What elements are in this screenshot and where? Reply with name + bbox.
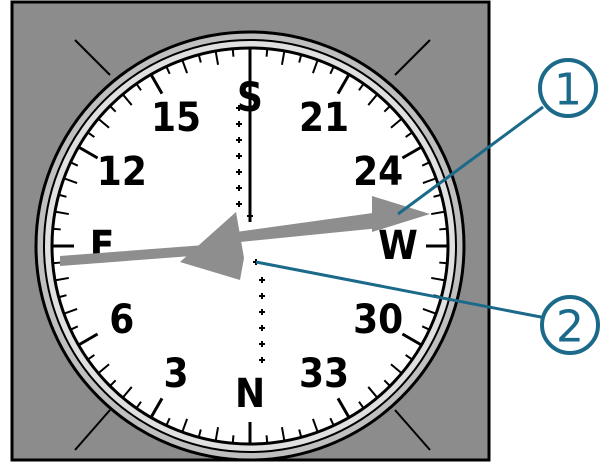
dial-label: 33 — [299, 351, 349, 397]
dial-label: W — [378, 223, 418, 269]
dial-tick — [53, 263, 61, 264]
dial-tick — [233, 49, 234, 57]
dial-tick — [233, 435, 234, 443]
dial-label: 3 — [163, 351, 188, 397]
dial-label: 12 — [97, 149, 147, 195]
dial-label: 6 — [109, 297, 134, 343]
dial-tick — [439, 263, 447, 264]
dial-label: N — [235, 371, 265, 417]
callout-2-number: 2 — [556, 302, 584, 353]
dial-label: 30 — [353, 297, 403, 343]
dial-label: 15 — [151, 95, 201, 141]
dial-label: 24 — [353, 149, 403, 195]
dial-tick — [267, 435, 268, 443]
dial-tick — [53, 229, 61, 230]
dial-tick — [439, 229, 447, 230]
callout-1: 1 — [540, 60, 596, 116]
callout-1-number: 1 — [554, 65, 582, 116]
callout-2: 2 — [542, 297, 598, 353]
dial-label: 21 — [299, 95, 349, 141]
dial-tick — [267, 49, 268, 57]
